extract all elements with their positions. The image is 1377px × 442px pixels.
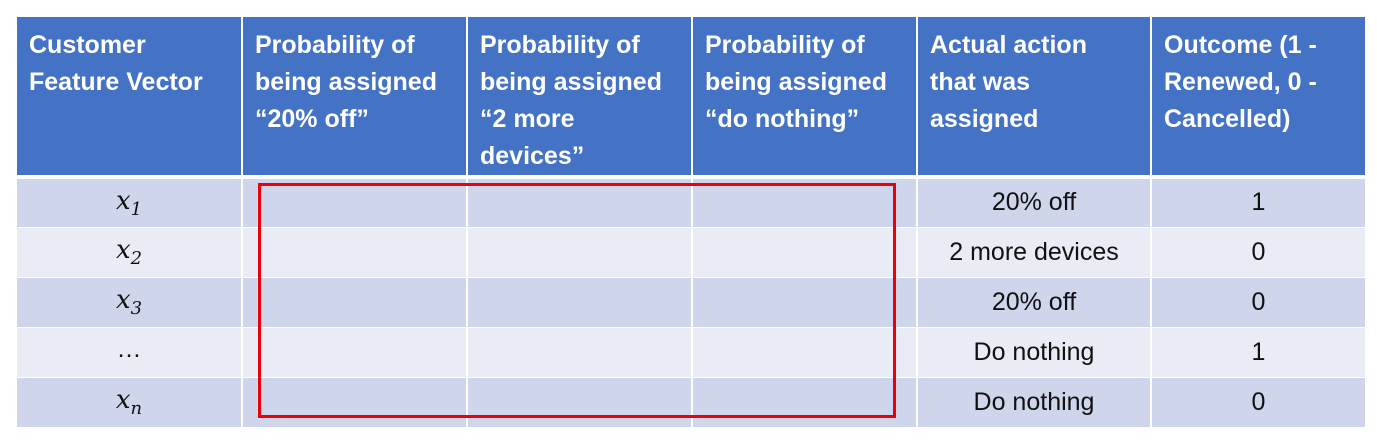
action-cell: Do nothing [917,327,1152,378]
prob-20-off-cell [242,177,468,228]
header-prob-2-more-devices: Probability of being assigned “2 more de… [467,17,693,179]
feature-cell: … [17,327,243,378]
prob-2-devices-cell [467,227,693,278]
outcome-cell: 0 [1151,227,1365,278]
outcome-cell: 0 [1151,377,1365,428]
table-row: x1 20% off 1 [17,177,1365,228]
prob-nothing-cell [692,377,918,428]
prob-20-off-cell [242,327,468,378]
table-row: xn Do nothing 0 [17,377,1365,428]
table-row: … Do nothing 1 [17,327,1365,378]
prob-2-devices-cell [467,277,693,328]
table-body: x1 20% off 1 x2 2 more devices 0 x3 [17,177,1365,428]
outcome-cell: 0 [1151,277,1365,328]
prob-20-off-cell [242,377,468,428]
prob-nothing-cell [692,327,918,378]
data-table: Customer Feature Vector Probability of b… [17,17,1365,428]
feature-cell: xn [17,377,243,428]
prob-nothing-cell [692,277,918,328]
action-cell: 20% off [917,177,1152,228]
header-prob-20-off: Probability of being assigned “20% off” [242,17,468,179]
action-cell: Do nothing [917,377,1152,428]
feature-cell: x3 [17,277,243,328]
prob-nothing-cell [692,227,918,278]
header-feature-vector: Customer Feature Vector [17,17,243,179]
prob-nothing-cell [692,177,918,228]
action-cell: 2 more devices [917,227,1152,278]
prob-2-devices-cell [467,327,693,378]
header-actual-action: Actual action that was assigned [917,17,1152,179]
prob-20-off-cell [242,277,468,328]
prob-2-devices-cell [467,377,693,428]
header-outcome: Outcome (1 - Renewed, 0 - Cancelled) [1151,17,1365,179]
table-header: Customer Feature Vector Probability of b… [17,17,1365,179]
feature-cell: x2 [17,227,243,278]
outcome-cell: 1 [1151,327,1365,378]
header-row: Customer Feature Vector Probability of b… [17,17,1365,179]
table-row: x3 20% off 0 [17,277,1365,328]
table-row: x2 2 more devices 0 [17,227,1365,278]
feature-cell: x1 [17,177,243,228]
prob-2-devices-cell [467,177,693,228]
outcome-cell: 1 [1151,177,1365,228]
action-cell: 20% off [917,277,1152,328]
header-prob-do-nothing: Probability of being assigned “do nothin… [692,17,918,179]
prob-20-off-cell [242,227,468,278]
